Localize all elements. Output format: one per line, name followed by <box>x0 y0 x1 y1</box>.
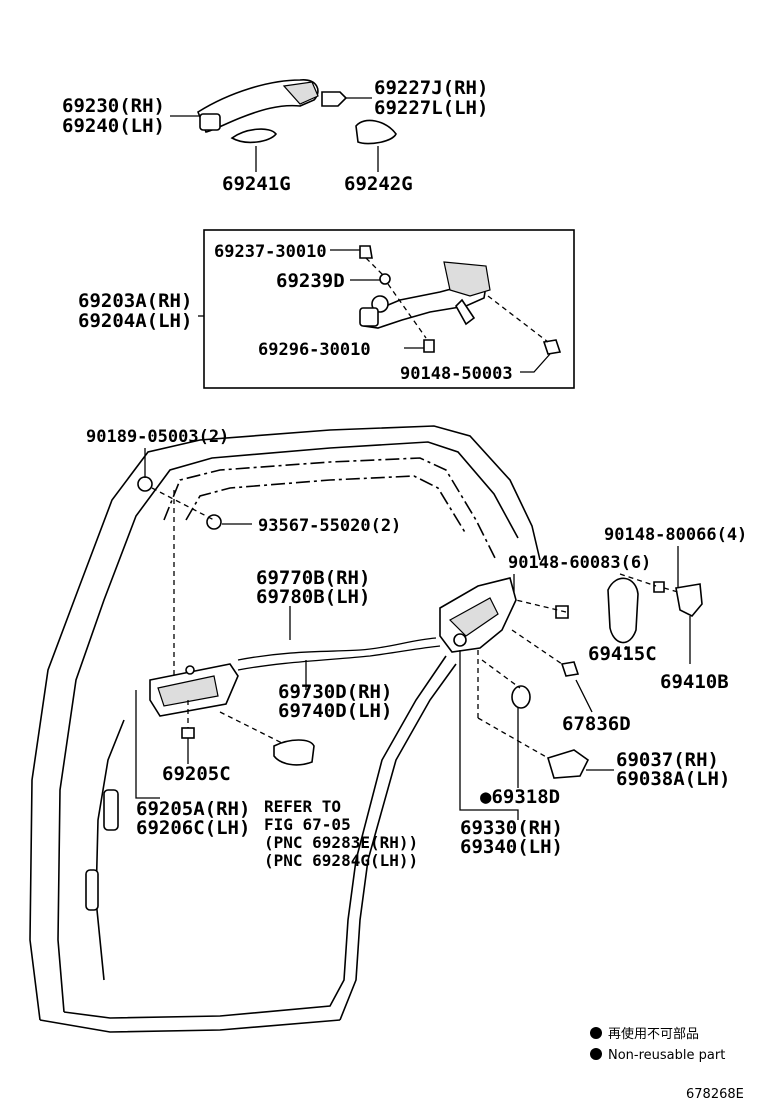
clip-90189 <box>137 476 153 492</box>
legend-bullet-jp <box>590 1027 602 1039</box>
label-69205c: 69205C <box>162 763 231 785</box>
screw-90148-60083 <box>555 605 569 619</box>
figure-id: 678268E <box>686 1087 744 1102</box>
label-69242g: 69242G <box>344 173 413 195</box>
label-69227j: 69227J(RH) <box>374 77 488 99</box>
subassembly-box <box>203 229 575 389</box>
refer-line-4: (PNC 69284G(LH)) <box>264 851 418 870</box>
label-69037: 69037(RH) <box>616 749 719 771</box>
label-90148-80066: 90148-80066(4) <box>604 525 747 545</box>
label-69038a: 69038A(LH) <box>616 768 730 790</box>
handle-frame-assembly <box>359 261 491 329</box>
bracket-69037 <box>547 749 590 779</box>
door-lock-69330 <box>439 577 517 653</box>
label-90148-50003: 90148-50003 <box>400 364 513 384</box>
bolt-69237 <box>359 245 373 259</box>
label-69330: 69330(RH) <box>460 817 563 839</box>
grommet-67836d <box>560 661 580 677</box>
label-67836d: 67836D <box>562 713 631 735</box>
striker-69410b <box>675 583 703 617</box>
label-69227l: 69227L(LH) <box>374 97 488 119</box>
label-69237: 69237-30010 <box>214 242 327 262</box>
inside-handle-69205 <box>149 663 239 717</box>
cable-69770b <box>237 637 437 661</box>
label-69296: 69296-30010 <box>258 340 371 360</box>
refer-line-2: FIG 67-05 <box>264 815 351 834</box>
legend-bullet-en <box>590 1048 602 1060</box>
handle-pad-69242g <box>355 119 397 145</box>
refer-line-3: (PNC 69283E(RH)) <box>264 833 418 852</box>
label-69740d: 69740D(LH) <box>278 700 392 722</box>
screw-69205c <box>181 727 195 739</box>
label-90189: 90189-05003(2) <box>86 427 229 447</box>
outside-handle-frame <box>197 79 319 133</box>
screw-90148-80066 <box>653 581 665 593</box>
label-69340: 69340(LH) <box>460 836 563 858</box>
seal-69318d <box>511 685 531 709</box>
label-69730d: 69730D(RH) <box>278 681 392 703</box>
handle-pad-69241g <box>230 128 278 144</box>
legend-jp: 再使用不可部品 <box>608 1026 699 1042</box>
label-69203a: 69203A(RH) <box>78 290 192 312</box>
label-69205a: 69205A(RH) <box>136 798 250 820</box>
label-69770b: 69770B(RH) <box>256 567 370 589</box>
trim-ref-69283e <box>273 739 315 766</box>
label-69239d: 69239D <box>276 270 345 292</box>
legend-en: Non-reusable part <box>608 1048 725 1063</box>
label-69318d: ●69318D <box>480 786 560 808</box>
label-69415c: 69415C <box>588 643 657 665</box>
door-panel-outline <box>29 425 541 1033</box>
label-69204a: 69204A(LH) <box>78 310 192 332</box>
label-90148-60083: 90148-60083(6) <box>508 553 651 573</box>
handle-cover-front <box>321 91 348 107</box>
label-69410b: 69410B <box>660 671 729 693</box>
nut-69239d <box>379 273 391 285</box>
label-69241g: 69241G <box>222 173 291 195</box>
screw-90148-50003 <box>542 339 562 355</box>
label-69240: 69240(LH) <box>62 115 165 137</box>
label-69230: 69230(RH) <box>62 95 165 117</box>
refer-line-1: REFER TO <box>264 797 341 816</box>
label-69206c: 69206C(LH) <box>136 817 250 839</box>
label-69780b: 69780B(LH) <box>256 586 370 608</box>
cable-69730d <box>237 645 441 671</box>
cover-69415c <box>607 577 639 644</box>
label-93567: 93567-55020(2) <box>258 516 401 536</box>
screw-69296 <box>423 339 435 353</box>
